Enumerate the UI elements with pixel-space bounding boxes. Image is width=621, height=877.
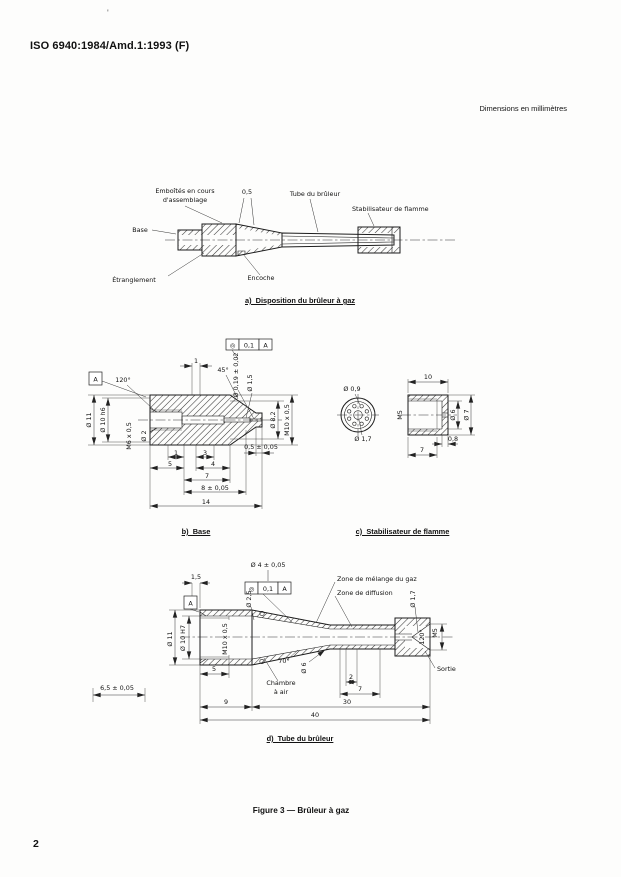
- dim-label-angle-120: 120°: [418, 629, 426, 644]
- stabilizer-end-view: [337, 394, 379, 436]
- figure-c-caption: c) Stabilisateur de flamme: [355, 527, 450, 536]
- figure-b-dimension-lines: [88, 338, 298, 509]
- figure-a-caption: a) Disposition du brûleur à gaz: [244, 296, 356, 305]
- dim-label-2: 2: [349, 673, 353, 681]
- datum-a-label: A: [188, 600, 193, 608]
- dim-label-dia-11: Ø 11: [85, 412, 93, 427]
- datum-a-label: A: [93, 376, 98, 384]
- figure-a-drawing: Emboîtés en cours d'assemblage 0,5 Tube …: [112, 187, 455, 284]
- dim-label-7: 7: [358, 685, 362, 693]
- figure-c-drawing: Ø 0,9 10 M5 Ø 6 Ø 7 Ø 1,7 0,8 7: [337, 373, 475, 458]
- dim-label-angle-120: 120°: [115, 376, 130, 384]
- dim-label-m10: M10 x 0,5: [221, 623, 229, 655]
- dim-label-15: 1,5: [191, 573, 201, 581]
- dim-label-05: 0,5 ± 0,05: [244, 443, 278, 451]
- label-chambre-line2: à air: [274, 688, 289, 696]
- tube-section-outline: [199, 609, 431, 666]
- dim-label-30: 30: [343, 698, 351, 706]
- dim-label-m5: M5: [431, 628, 439, 638]
- dim-label-dia-82: Ø 8,2: [269, 411, 277, 428]
- fcf-datum: A: [282, 585, 287, 593]
- scan-artifact-tick: ': [107, 8, 109, 18]
- dim-label-angle-45: 45°: [217, 366, 228, 374]
- figure-c-dimension-lines: [354, 379, 475, 458]
- dim-label-8: 8 ± 0,05: [201, 484, 229, 492]
- document-reference: ISO 6940:1984/Amd.1:1993 (F): [30, 40, 190, 52]
- label-emboites-line1: Emboîtés en cours: [155, 187, 215, 195]
- dim-label-dia-019: Ø 0,19 ± 0,02: [232, 353, 240, 398]
- label-chambre-line1: Chambre: [266, 679, 295, 687]
- dim-label-08: 0,8: [448, 435, 458, 443]
- label-zone-diffusion: Zone de diffusion: [337, 589, 393, 597]
- dim-label-dia-17: Ø 1,7: [409, 590, 417, 607]
- dim-label-10: 10: [424, 373, 432, 381]
- label-zone-melange: Zone de mélange du gaz: [337, 575, 417, 583]
- label-sortie: Sortie: [437, 665, 456, 673]
- dim-label-dia-17: Ø 1,7: [354, 435, 371, 443]
- burner-assembly-outline: [177, 223, 401, 257]
- label-base: Base: [132, 226, 148, 234]
- dim-label-dia-10h7: Ø 10 H7: [179, 625, 187, 651]
- label-stabilisateur: Stabilisateur de flamme: [352, 205, 429, 213]
- figure-b-drawing: A 120° ◎ 0,1 A 1 45° Ø 0,19 ± 0,02 Ø 1,5…: [85, 338, 298, 509]
- figure-b-caption: b) Base: [181, 527, 211, 536]
- dim-label-7: 7: [205, 472, 209, 480]
- dim-label-dia-15: Ø 1,5: [246, 374, 254, 391]
- figure-d-drawing: Ø 4 ± 0,05 ◎ 0,1 A 1,5 Ø 2,5 A Ø 11 Ø 10…: [92, 561, 456, 724]
- dim-label-dia-10h6: Ø 10 h6: [99, 407, 107, 432]
- dim-label-5: 5: [168, 460, 172, 468]
- dim-label-angle-70: 70°: [278, 657, 289, 665]
- label-encoche: Encoche: [247, 274, 274, 282]
- dim-label-m6: M6 x 0,5: [125, 422, 133, 450]
- fcf-tolerance: 0,1: [244, 342, 254, 350]
- dim-label-m5: M5: [396, 410, 404, 420]
- figure-d-dimension-lines: [92, 570, 447, 724]
- dim-label-3: 3: [203, 449, 207, 457]
- dim-label-gap-05: 0,5: [242, 188, 252, 196]
- dim-label-4: 4: [211, 460, 215, 468]
- label-emboites-line2: d'assemblage: [163, 196, 207, 204]
- dim-label-dia-6: Ø 6: [449, 409, 457, 420]
- dim-label-5: 5: [212, 665, 216, 673]
- figure-3-caption: Figure 3 — Brûleur à gaz: [252, 806, 350, 815]
- dim-label-1-top: 1: [194, 357, 198, 365]
- dim-label-dia-2: Ø 2: [140, 430, 148, 441]
- dim-label-14: 14: [202, 498, 210, 506]
- label-etranglement: Étranglement: [112, 275, 156, 284]
- dimensions-note: Dimensions en millimètres: [479, 104, 567, 113]
- figure-a-leader-lines: [151, 197, 375, 277]
- stabilizer-side-section: [401, 394, 457, 436]
- dim-label-9: 9: [224, 698, 228, 706]
- dim-label-dia-09: Ø 0,9: [343, 385, 360, 393]
- dim-label-40: 40: [311, 711, 319, 719]
- fcf-datum: A: [263, 342, 268, 350]
- dim-label-dia-4: Ø 4 ± 0,05: [251, 561, 286, 569]
- dim-label-1: 1: [174, 449, 178, 457]
- dim-label-m10: M10 x 0,5: [283, 404, 291, 436]
- page-number: 2: [33, 838, 39, 850]
- dim-label-dia-25: Ø 2,5: [245, 590, 253, 607]
- fcf-tolerance: 0,1: [263, 585, 273, 593]
- dim-label-dia-11: Ø 11: [166, 631, 174, 646]
- label-tube-du-bruleur: Tube du brûleur: [289, 190, 341, 198]
- fcf-symbol: ◎: [230, 342, 236, 350]
- fcf-symbol: ◎: [249, 585, 255, 593]
- dim-label-7: 7: [420, 446, 424, 454]
- dim-label-dia-6: Ø 6: [300, 662, 308, 673]
- dim-label-dia-7: Ø 7: [463, 409, 471, 420]
- dim-label-65: 6,5 ± 0,05: [100, 684, 134, 692]
- figure-d-caption: d) Tube du brûleur: [266, 734, 334, 743]
